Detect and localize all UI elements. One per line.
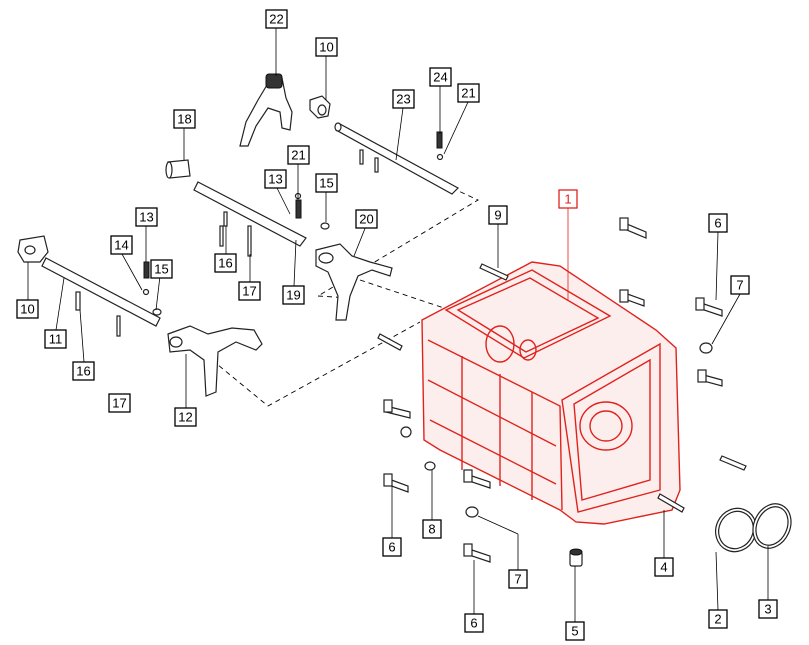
shift-rail-23 [334,122,459,195]
callout-13-mid: 13 [264,169,287,189]
callout-11: 11 [44,329,67,349]
svg-text:9: 9 [494,208,501,223]
callout-23: 23 [392,89,415,109]
callout-19: 19 [282,285,305,305]
callout-18: 18 [173,109,196,129]
svg-text:7: 7 [514,572,521,587]
svg-text:14: 14 [114,238,128,253]
callout-13-left: 13 [135,207,158,227]
svg-text:17: 17 [112,396,126,411]
svg-text:23: 23 [396,92,410,107]
svg-text:6: 6 [470,616,477,631]
leader-lines [27,28,769,622]
shift-rail-11 [17,235,162,337]
svg-text:22: 22 [269,12,283,27]
svg-text:8: 8 [428,522,435,537]
callout-21-mid: 21 [287,145,310,165]
callout-2: 2 [708,609,728,629]
svg-text:17: 17 [242,284,256,299]
pin-4 [657,455,747,513]
svg-text:5: 5 [571,624,578,639]
callout-22: 22 [265,9,288,29]
svg-text:20: 20 [359,212,373,227]
callout-24: 24 [429,67,452,87]
shift-block-10-top [309,95,331,119]
callout-10-top: 10 [315,37,338,57]
svg-text:24: 24 [433,70,447,85]
svg-text:11: 11 [49,332,63,347]
shift-rail-19 [165,159,330,257]
callout-17-mid: 17 [238,281,261,301]
callout-15-left: 15 [150,259,173,279]
svg-text:16: 16 [76,364,90,379]
callout-6-right: 6 [708,213,728,233]
pin-9 [479,263,509,281]
washers-7 [400,342,713,518]
callout-20: 20 [355,209,378,229]
callout-7-right: 7 [730,275,750,295]
callout-10-left: 10 [16,299,39,319]
svg-text:10: 10 [319,40,333,55]
svg-text:21: 21 [291,148,305,163]
svg-text:4: 4 [660,560,667,575]
callout-7-bottom: 7 [508,569,528,589]
spring-24 [436,131,444,161]
svg-text:7: 7 [736,278,743,293]
callout-17-left: 17 [108,393,131,413]
svg-text:2: 2 [714,612,721,627]
svg-text:12: 12 [178,410,192,425]
svg-text:18: 18 [177,112,191,127]
svg-text:6: 6 [714,216,721,231]
breather-5 [569,548,583,567]
callout-15-mid: 15 [315,173,338,193]
svg-text:15: 15 [154,262,168,277]
plug-8 [424,461,436,471]
callout-8: 8 [422,519,442,539]
svg-text:13: 13 [139,210,153,225]
seal-ring-3 [752,503,792,549]
svg-text:19: 19 [286,288,300,303]
callout-6-bottom: 6 [464,613,484,633]
svg-text:10: 10 [20,302,34,317]
svg-text:21: 21 [461,86,475,101]
snap-ring-2 [715,507,757,553]
callout-3: 3 [758,599,778,619]
svg-text:13: 13 [268,172,282,187]
shift-fork-20 [315,243,393,321]
callout-4: 4 [654,557,674,577]
svg-text:16: 16 [218,256,232,271]
dowel-pin-left [377,333,403,351]
svg-text:15: 15 [319,176,333,191]
bolts [383,217,723,563]
svg-text:6: 6 [388,540,395,555]
callout-6-left: 6 [382,537,402,557]
shift-fork-22 [239,73,293,147]
callout-1: 1 [558,189,578,209]
svg-text:3: 3 [764,602,771,617]
callout-16-left: 16 [72,361,95,381]
transmission-housing-1 [421,261,681,525]
callout-21-top: 21 [457,83,480,103]
callout-16-mid: 16 [214,253,237,273]
callout-12: 12 [174,407,197,427]
shift-fork-12 [167,325,263,397]
callout-5: 5 [565,621,585,641]
svg-text:1: 1 [564,192,571,207]
callout-14: 14 [110,235,133,255]
callout-9: 9 [488,205,508,225]
